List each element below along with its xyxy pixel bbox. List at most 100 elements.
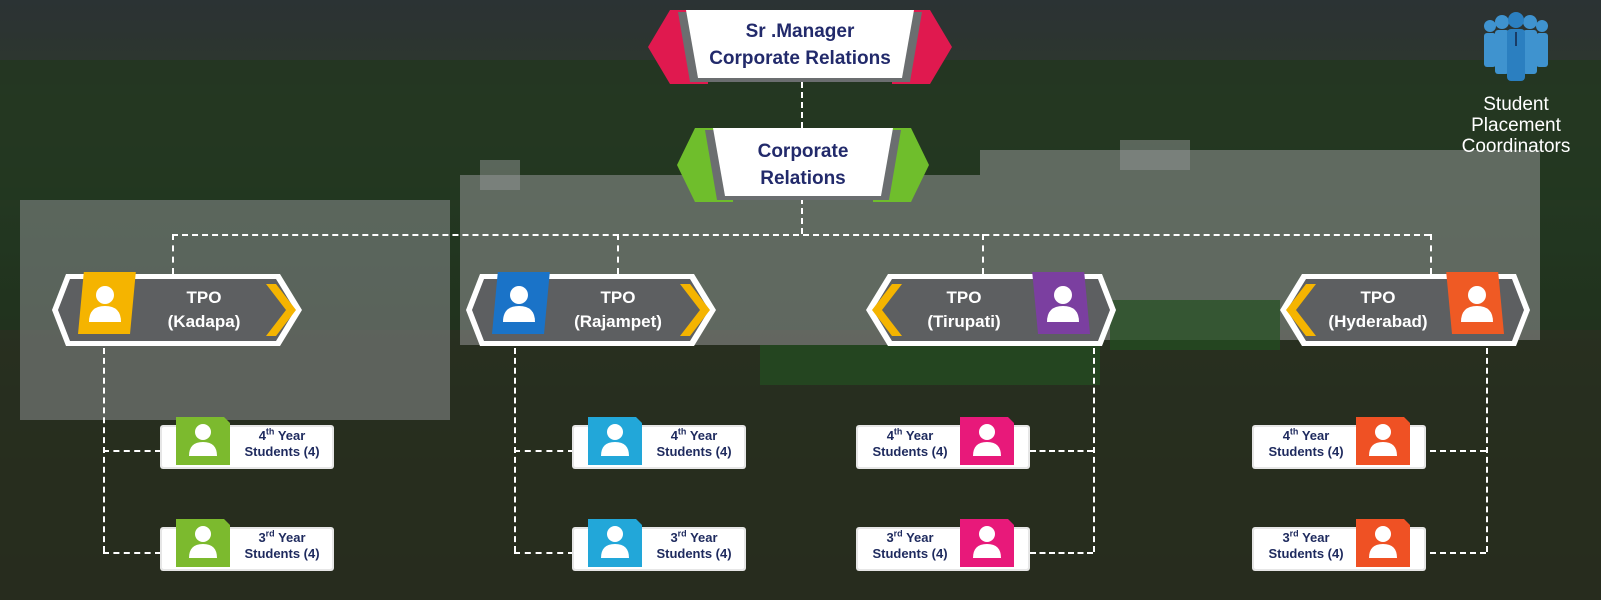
branch-rajampet-4 bbox=[514, 450, 574, 452]
kadapa-4th-year-students: 4th Year Students (4) bbox=[160, 417, 334, 469]
person-icon bbox=[600, 423, 630, 457]
rajampet-3rd-year-students: 3rd Year Students (4) bbox=[572, 519, 746, 571]
tpo-kadapa-title: TPO bbox=[134, 286, 274, 310]
year-suffix: th bbox=[266, 427, 275, 437]
tirupati-4th-year-students: 4th Year Students (4) bbox=[856, 417, 1030, 469]
year-number: 3 bbox=[258, 530, 265, 545]
tpo-tirupati: TPO (Tirupati) bbox=[864, 272, 1118, 348]
year-label: 4th Year bbox=[1254, 428, 1358, 444]
year-suffix: th bbox=[678, 427, 687, 437]
students-count: Students (4) bbox=[858, 546, 962, 562]
corporate-relations-box: Corporate Relations bbox=[677, 128, 929, 202]
person-icon bbox=[1368, 525, 1398, 559]
year-label: 4th Year bbox=[642, 428, 746, 444]
person-icon bbox=[87, 284, 123, 324]
year-label: 3rd Year bbox=[230, 530, 334, 546]
connector-horizontal bbox=[172, 234, 1430, 236]
year-label: 4th Year bbox=[858, 428, 962, 444]
year-suffix: rd bbox=[1290, 529, 1299, 539]
sr-manager-line1: Sr .Manager bbox=[648, 18, 952, 45]
students-count: Students (4) bbox=[1254, 546, 1358, 562]
branch-tirupati bbox=[1093, 348, 1095, 552]
year-word: Year bbox=[278, 530, 305, 545]
tpo-kadapa: TPO (Kadapa) bbox=[50, 272, 304, 348]
coordinators-line2: Placement bbox=[1436, 115, 1596, 136]
year-word: Year bbox=[1302, 428, 1329, 443]
person-icon bbox=[188, 525, 218, 559]
tpo-tirupati-location: (Tirupati) bbox=[894, 310, 1034, 334]
hyderabad-4th-year-students: 4th Year Students (4) bbox=[1252, 417, 1426, 469]
year-number: 4 bbox=[259, 428, 266, 443]
branch-rajampet-3 bbox=[514, 552, 574, 554]
person-icon bbox=[501, 284, 537, 324]
branch-hyderabad-3 bbox=[1430, 552, 1486, 554]
sr-manager-line2: Corporate Relations bbox=[648, 45, 952, 72]
year-suffix: th bbox=[1290, 427, 1299, 437]
year-number: 4 bbox=[671, 428, 678, 443]
year-word: Year bbox=[690, 428, 717, 443]
tpo-hyderabad-title: TPO bbox=[1308, 286, 1448, 310]
students-count: Students (4) bbox=[230, 546, 334, 562]
person-icon bbox=[188, 423, 218, 457]
person-icon bbox=[1459, 284, 1495, 324]
students-count: Students (4) bbox=[642, 444, 746, 460]
coordinators-line3: Coordinators bbox=[1436, 136, 1596, 157]
year-word: Year bbox=[906, 428, 933, 443]
year-number: 4 bbox=[887, 428, 894, 443]
person-icon bbox=[1045, 284, 1081, 324]
tpo-kadapa-location: (Kadapa) bbox=[134, 310, 274, 334]
students-count: Students (4) bbox=[642, 546, 746, 562]
sr-manager-box: Sr .Manager Corporate Relations bbox=[648, 10, 952, 84]
connector-top bbox=[801, 82, 803, 128]
year-label: 4th Year bbox=[230, 428, 334, 444]
students-count: Students (4) bbox=[230, 444, 334, 460]
year-suffix: th bbox=[894, 427, 903, 437]
person-icon bbox=[600, 525, 630, 559]
coordinators-line1: Student bbox=[1436, 94, 1596, 115]
kadapa-3rd-year-students: 3rd Year Students (4) bbox=[160, 519, 334, 571]
person-icon bbox=[972, 423, 1002, 457]
year-number: 3 bbox=[886, 530, 893, 545]
students-count: Students (4) bbox=[858, 444, 962, 460]
year-number: 3 bbox=[1282, 530, 1289, 545]
tpo-rajampet: TPO (Rajampet) bbox=[464, 272, 718, 348]
branch-kadapa-4 bbox=[103, 450, 161, 452]
corporate-relations-line1: Corporate bbox=[677, 138, 929, 165]
hyderabad-3rd-year-students: 3rd Year Students (4) bbox=[1252, 519, 1426, 571]
person-icon bbox=[972, 525, 1002, 559]
tpo-tirupati-title: TPO bbox=[894, 286, 1034, 310]
year-word: Year bbox=[278, 428, 305, 443]
branch-tirupati-4 bbox=[1030, 450, 1093, 452]
year-label: 3rd Year bbox=[1254, 530, 1358, 546]
year-label: 3rd Year bbox=[858, 530, 962, 546]
tpo-rajampet-location: (Rajampet) bbox=[548, 310, 688, 334]
branch-hyderabad bbox=[1486, 348, 1488, 552]
tirupati-3rd-year-students: 3rd Year Students (4) bbox=[856, 519, 1030, 571]
students-count: Students (4) bbox=[1254, 444, 1358, 460]
year-suffix: rd bbox=[678, 529, 687, 539]
year-suffix: rd bbox=[266, 529, 275, 539]
year-suffix: rd bbox=[894, 529, 903, 539]
branch-hyderabad-4 bbox=[1430, 450, 1486, 452]
year-number: 4 bbox=[1283, 428, 1290, 443]
people-group-icon bbox=[1476, 12, 1556, 86]
person-icon bbox=[1368, 423, 1398, 457]
connector-mid bbox=[801, 198, 803, 234]
corporate-relations-line2: Relations bbox=[677, 165, 929, 192]
connector-tirupati bbox=[982, 234, 984, 274]
tpo-hyderabad-location: (Hyderabad) bbox=[1308, 310, 1448, 334]
rajampet-4th-year-students: 4th Year Students (4) bbox=[572, 417, 746, 469]
tpo-rajampet-title: TPO bbox=[548, 286, 688, 310]
connector-rajampet bbox=[617, 234, 619, 274]
tpo-hyderabad: TPO (Hyderabad) bbox=[1278, 272, 1532, 348]
student-placement-coordinators: Student Placement Coordinators bbox=[1436, 12, 1596, 157]
year-word: Year bbox=[690, 530, 717, 545]
year-word: Year bbox=[906, 530, 933, 545]
year-label: 3rd Year bbox=[642, 530, 746, 546]
branch-tirupati-3 bbox=[1030, 552, 1093, 554]
year-word: Year bbox=[1302, 530, 1329, 545]
connector-hyderabad bbox=[1430, 234, 1432, 274]
branch-kadapa-3 bbox=[103, 552, 161, 554]
connector-kadapa bbox=[172, 234, 174, 274]
year-number: 3 bbox=[670, 530, 677, 545]
